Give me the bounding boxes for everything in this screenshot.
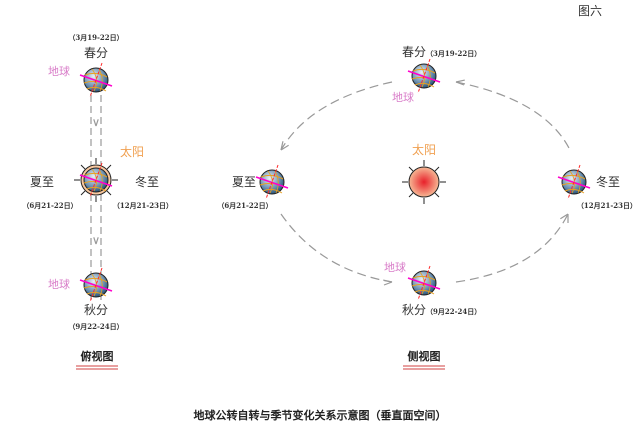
sun-icon [401, 159, 447, 205]
earth-label: 地球 [384, 260, 406, 274]
autumn-date: （9月22-24日） [426, 307, 481, 316]
top-view-title: 俯视图 [81, 349, 114, 363]
earth-autumn-icon [79, 267, 113, 303]
autumn-date: （9月22-24日） [68, 322, 123, 331]
orbit-paths [280, 79, 571, 286]
side-view: 春分 （3月19-22日） 地球 太阳 夏至 （6月21-22日） 冬至 （12… [217, 45, 637, 370]
winter-label: 冬至 [596, 174, 620, 189]
sun-earth-icon [73, 157, 119, 203]
earth-spring-icon [407, 58, 441, 94]
spring-label: 春分 [84, 46, 108, 60]
earth-label: 地球 [48, 277, 70, 291]
earth-label: 地球 [48, 64, 70, 78]
earth-spring-icon [79, 62, 113, 98]
earth-winter-icon [557, 164, 591, 200]
autumn-label: 秋分 [84, 303, 108, 317]
sun-label: 太阳 [120, 144, 144, 159]
orbit-paths [90, 95, 102, 300]
spring-date: （3月19-22日） [426, 49, 481, 58]
sun-label: 太阳 [412, 142, 436, 157]
summer-date: （6月21-22日） [22, 201, 77, 210]
winter-date: （12月21-23日） [577, 201, 637, 210]
spring-label: 春分 [402, 45, 426, 59]
caption: 地球公转自转与季节变化关系示意图（垂直面空间） [194, 408, 447, 422]
summer-date: （6月21-22日） [217, 201, 272, 210]
summer-label: 夏至 [232, 175, 256, 189]
earth-summer-icon [255, 164, 289, 200]
side-view-title: 侧视图 [408, 349, 441, 363]
top-view: （3月19-22日） 春分 地球 太阳 夏至 冬至 （6月21-22日） （12… [22, 33, 173, 370]
earth-autumn-icon [407, 265, 441, 301]
winter-date: （12月21-23日） [113, 201, 173, 210]
autumn-label: 秋分 [402, 303, 426, 317]
summer-label: 夏至 [30, 175, 54, 189]
figure-label: 图六 [578, 4, 602, 18]
winter-label: 冬至 [135, 174, 159, 189]
spring-date: （3月19-22日） [68, 33, 123, 42]
earth-label: 地球 [392, 90, 414, 104]
